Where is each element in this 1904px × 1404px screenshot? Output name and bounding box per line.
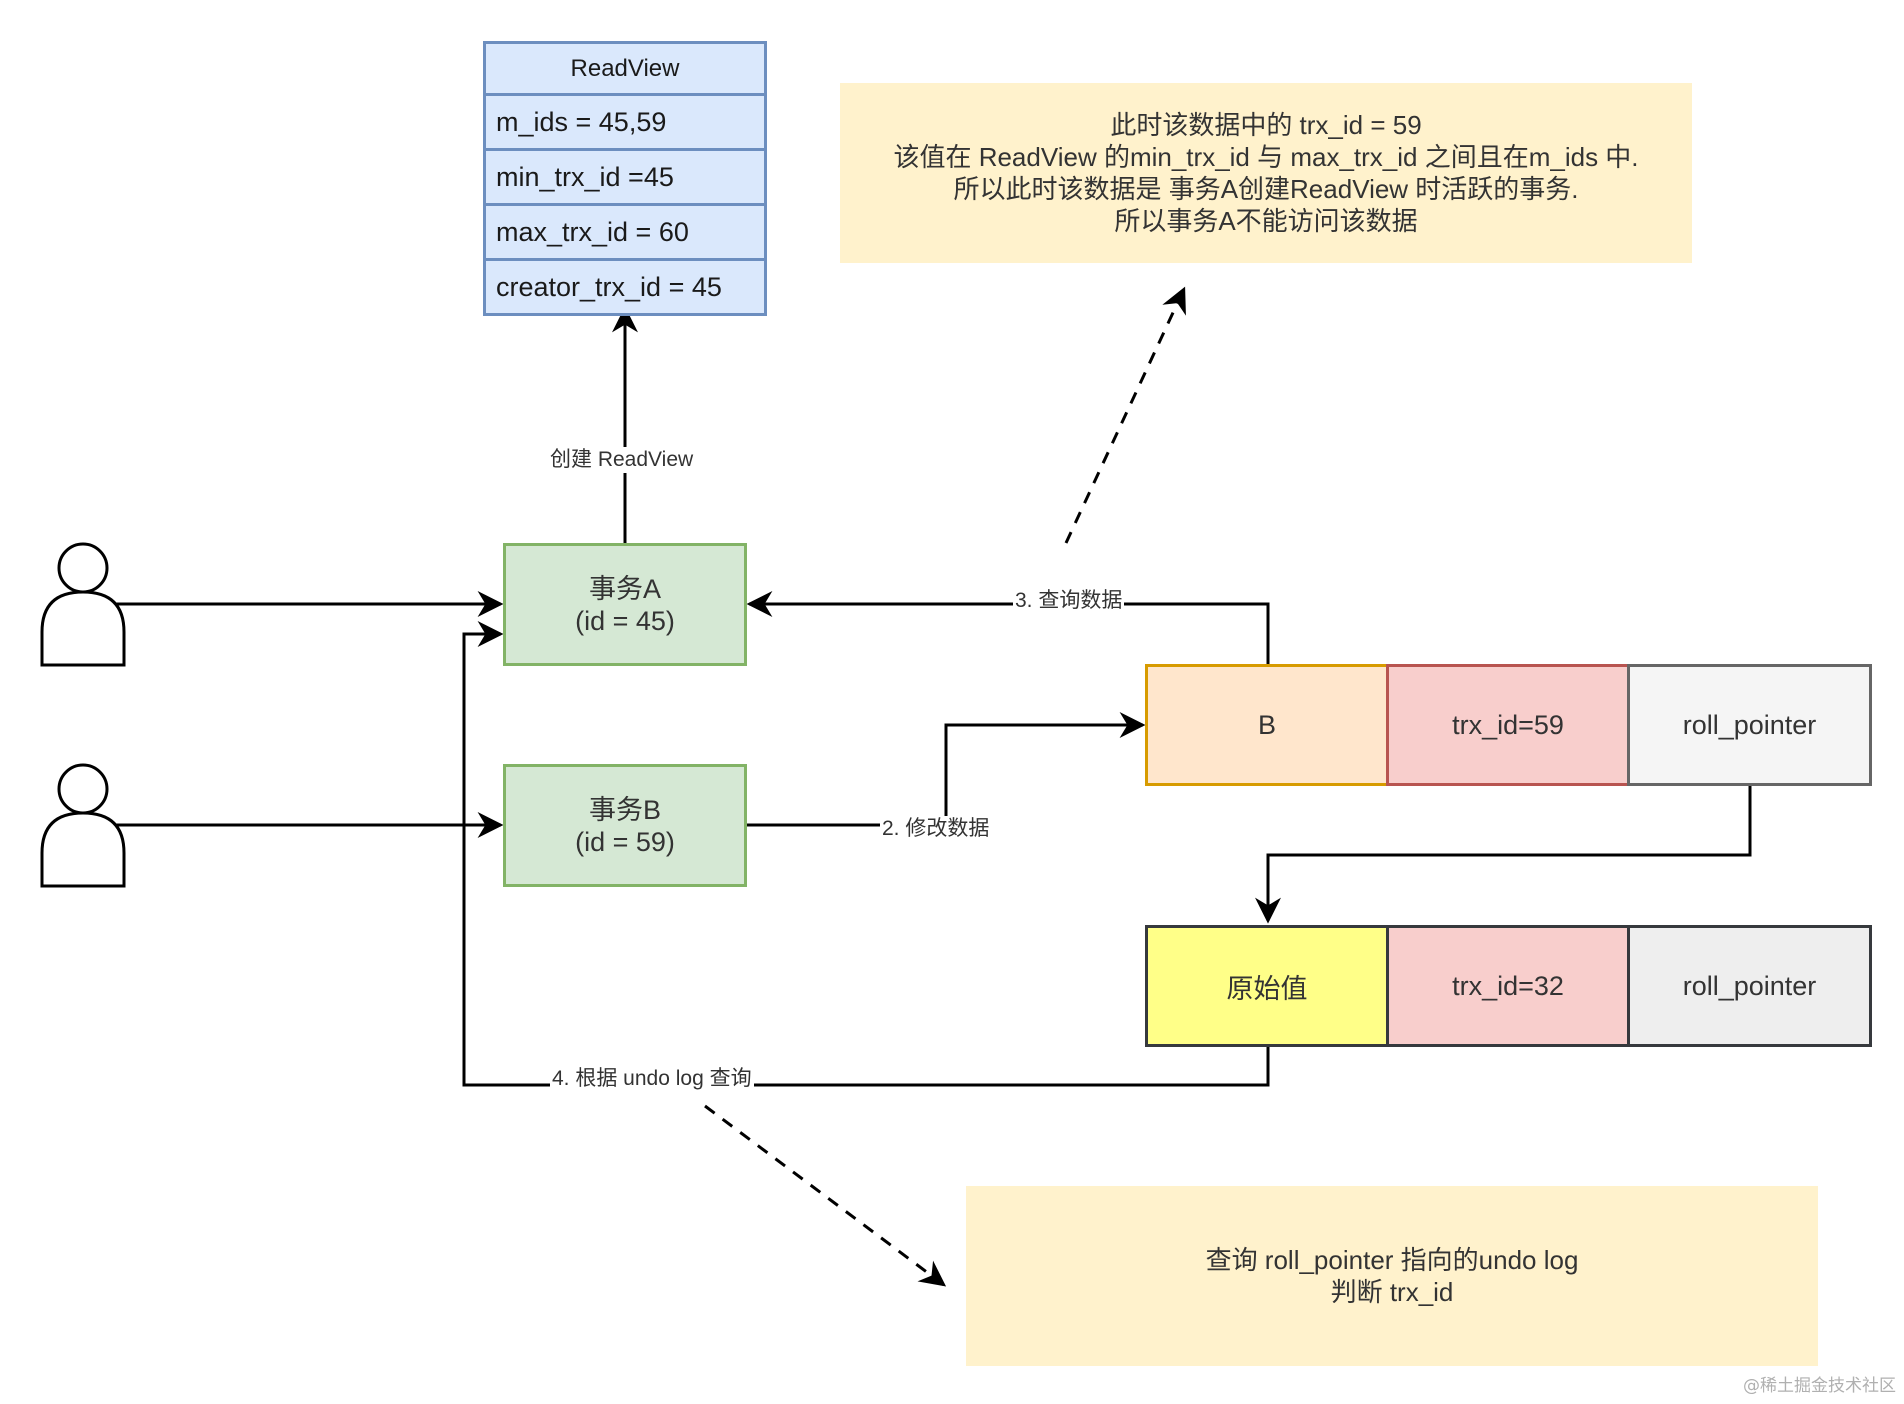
readview-row-creator-trx-id: creator_trx_id = 45 <box>486 258 764 313</box>
note-top-line-1: 此时该数据中的 trx_id = 59 <box>1110 110 1422 140</box>
record-current-trx-id: trx_id=59 <box>1386 664 1630 786</box>
arrow-dashed-bottom-note <box>704 1104 947 1287</box>
transaction-b-id: (id = 59) <box>575 826 675 857</box>
record-undo-roll-pointer: roll_pointer <box>1627 925 1872 1047</box>
arrow-undo-query <box>462 621 1270 1087</box>
transaction-a-name: 事务A <box>588 573 661 604</box>
readview-row-m-ids: m_ids = 45,59 <box>486 93 764 148</box>
transaction-a: 事务A (id = 45) <box>503 543 747 666</box>
record-current-roll-pointer: roll_pointer <box>1627 664 1872 786</box>
arrow-dashed-top-note <box>1064 286 1186 544</box>
watermark: @稀土掘金技术社区 <box>1743 1376 1896 1396</box>
record-current-value: B <box>1145 664 1389 786</box>
note-bottom-line-2: 判断 trx_id <box>1330 1277 1454 1307</box>
readview-table: ReadView m_ids = 45,59 min_trx_id =45 ma… <box>483 41 767 316</box>
transaction-b: 事务B (id = 59) <box>503 764 747 887</box>
readview-row-max-trx-id: max_trx_id = 60 <box>486 203 764 258</box>
note-top-line-3: 所以此时该数据是 事务A创建ReadView 时活跃的事务. <box>953 174 1579 204</box>
note-top: 此时该数据中的 trx_id = 59 该值在 ReadView 的min_tr… <box>840 83 1692 263</box>
readview-title: ReadView <box>570 54 680 82</box>
label-undo-log-query: 4. 根据 undo log 查询 <box>550 1066 754 1092</box>
note-bottom-line-1: 查询 roll_pointer 指向的undo log <box>1205 1245 1579 1275</box>
user-icon-2 <box>40 763 126 888</box>
readview-row-min-trx-id: min_trx_id =45 <box>486 148 764 203</box>
record-undo-value: 原始值 <box>1145 925 1389 1047</box>
transaction-b-name: 事务B <box>588 794 661 825</box>
note-top-line-2: 该值在 ReadView 的min_trx_id 与 max_trx_id 之间… <box>893 142 1639 172</box>
user-icon-1 <box>40 542 126 667</box>
label-create-readview: 创建 ReadView <box>548 447 696 473</box>
arrow-modify <box>747 712 1146 827</box>
label-query-data: 3. 查询数据 <box>1013 588 1125 614</box>
transaction-a-id: (id = 45) <box>575 605 675 636</box>
record-undo-trx-id: trx_id=32 <box>1386 925 1630 1047</box>
note-top-line-4: 所以事务A不能访问该数据 <box>1114 206 1418 236</box>
label-modify-data: 2. 修改数据 <box>880 816 992 842</box>
arrow-query <box>746 591 1270 664</box>
note-bottom: 查询 roll_pointer 指向的undo log 判断 trx_id <box>966 1186 1818 1366</box>
arrow-roll-pointer <box>1255 786 1752 924</box>
